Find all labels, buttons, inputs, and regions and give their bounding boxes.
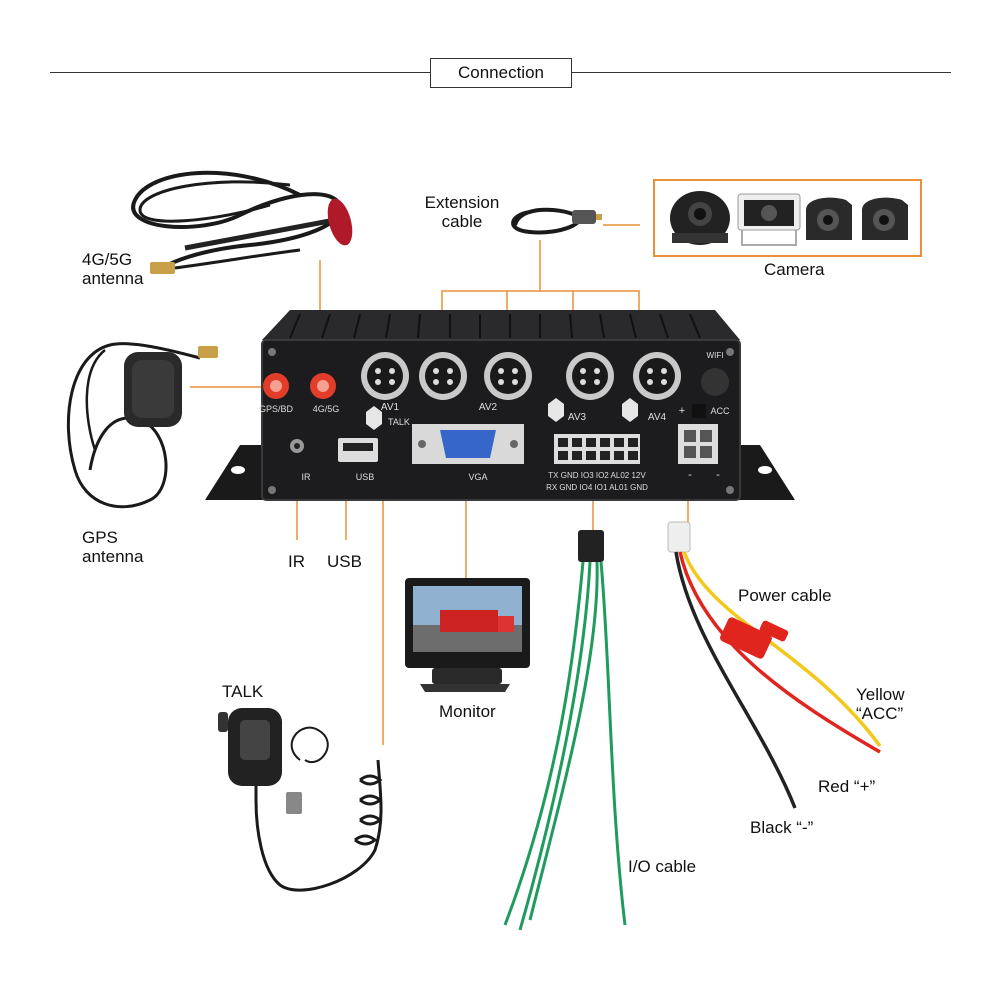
port-label-minus: - [716, 469, 720, 481]
talk-microphone-icon [218, 708, 383, 892]
port-label-gps: GPS/BD [259, 404, 294, 414]
io-connector-icon [554, 434, 640, 464]
hex-screw-icon [622, 398, 638, 422]
port-label-4g: 4G/5G [313, 404, 340, 414]
port-label-io-bottom: RX GND IO4 IO1 AL01 GND [546, 483, 648, 492]
port-label-av3: AV3 [568, 412, 587, 423]
port-label-wifi: WIFI [707, 351, 724, 360]
header-rule-right [571, 72, 951, 73]
port-label-minus: - [688, 469, 692, 481]
port-label-acc: ACC [710, 406, 730, 416]
label-yellow-acc: Yellow “ACC” [856, 685, 905, 723]
talk-port-icon [366, 406, 382, 430]
extension-cable-icon [511, 207, 602, 235]
port-label-av1: AV1 [381, 402, 400, 413]
box-camera-icon [737, 193, 801, 246]
monitor-icon [405, 578, 530, 692]
label-4g-antenna: 4G/5G antenna [82, 250, 144, 288]
wifi-antenna-icon [701, 368, 729, 396]
port-label-av2: AV2 [479, 402, 498, 413]
port-label-talk: TALK [388, 417, 410, 427]
label-usb: USB [327, 552, 362, 571]
av-ports [361, 352, 681, 400]
mdvr-device [205, 310, 795, 501]
power-connector-icon [678, 404, 718, 464]
port-label-usb: USB [356, 472, 375, 482]
label-gps-antenna: GPS antenna [82, 528, 144, 566]
side-camera-icon [806, 197, 852, 240]
label-monitor: Monitor [439, 702, 496, 721]
io-cable-icon [503, 530, 627, 931]
port-label-io-top: TX GND IO3 IO2 AL02 12V [548, 471, 646, 480]
hex-screw-icon [548, 398, 564, 422]
port-label-plus: + [679, 405, 685, 417]
port-label-ir: IR [302, 472, 312, 482]
label-power-cable: Power cable [738, 586, 832, 605]
label-io-cable: I/O cable [628, 857, 697, 876]
antenna-ports [263, 373, 336, 399]
label-ir: IR [288, 552, 305, 571]
4g-antenna-icon [131, 170, 353, 274]
power-cable-icon [667, 521, 882, 809]
port-label-vga: VGA [468, 472, 487, 482]
label-camera: Camera [764, 260, 825, 279]
label-talk: TALK [222, 682, 264, 701]
label-extension-cable: Extension cable [424, 193, 500, 231]
page-title: Connection [430, 58, 572, 88]
side-camera-icon [862, 197, 908, 240]
label-red-plus: Red “+” [818, 777, 876, 796]
dome-camera-icon [670, 191, 730, 245]
port-label-av4: AV4 [648, 412, 667, 423]
vga-port-icon [412, 424, 524, 464]
header-rule-left [50, 72, 430, 73]
label-black-minus: Black “-” [750, 818, 814, 837]
gps-antenna-icon [66, 342, 218, 509]
